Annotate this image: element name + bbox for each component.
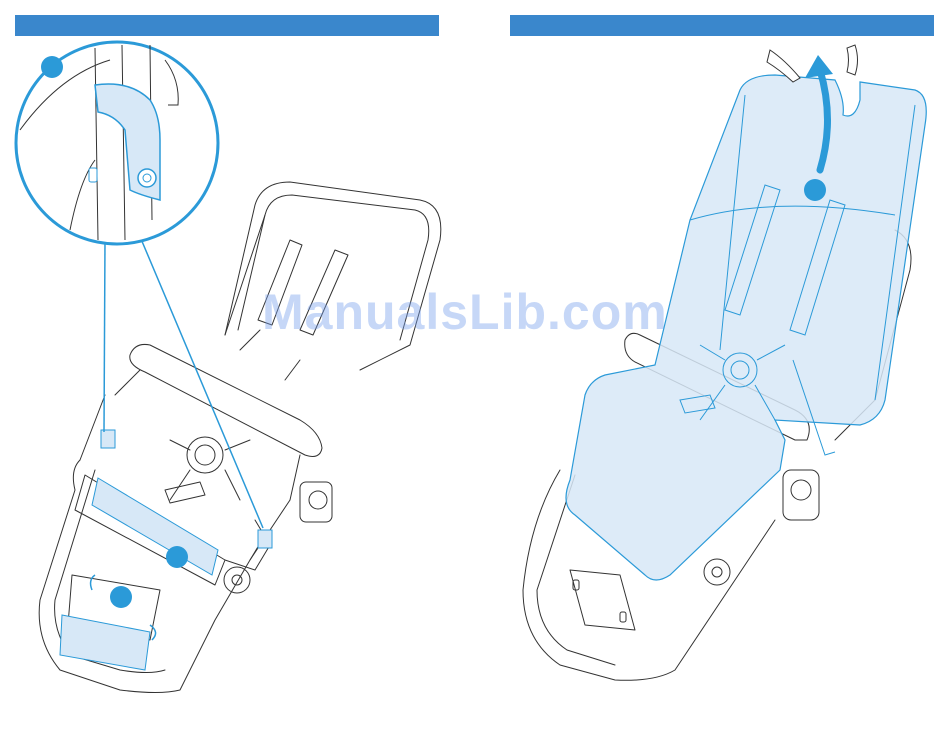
callout-marker-1 [41,56,63,78]
clip-left-highlight [101,430,115,448]
lift-arrowhead [805,55,833,78]
seat-back-outline [225,182,441,370]
clip-right-highlight [258,530,272,548]
leader-line-left [104,240,105,432]
rotate-arrow-icon [91,575,95,590]
shoulder-pad-right [300,250,348,335]
zip-highlight [92,478,218,575]
callout-marker-2 [166,546,188,568]
callout-marker-3 [110,586,132,608]
footrest-highlight [60,615,150,670]
callout-marker-4 [804,179,826,201]
leader-line-right [133,220,263,528]
side-hub [783,470,819,520]
harness-buckle [187,437,223,473]
stroller-seat-cover-illustration [475,0,950,738]
stroller-seat-illustration [0,0,475,738]
left-illustration [0,0,475,738]
shoulder-pad-left [258,240,302,325]
right-illustration [475,0,950,738]
front-pivot [224,567,250,593]
front-pivot [704,559,730,585]
seat-cover [566,75,926,580]
button-icon [138,169,156,187]
seat-back-inner [238,195,429,340]
